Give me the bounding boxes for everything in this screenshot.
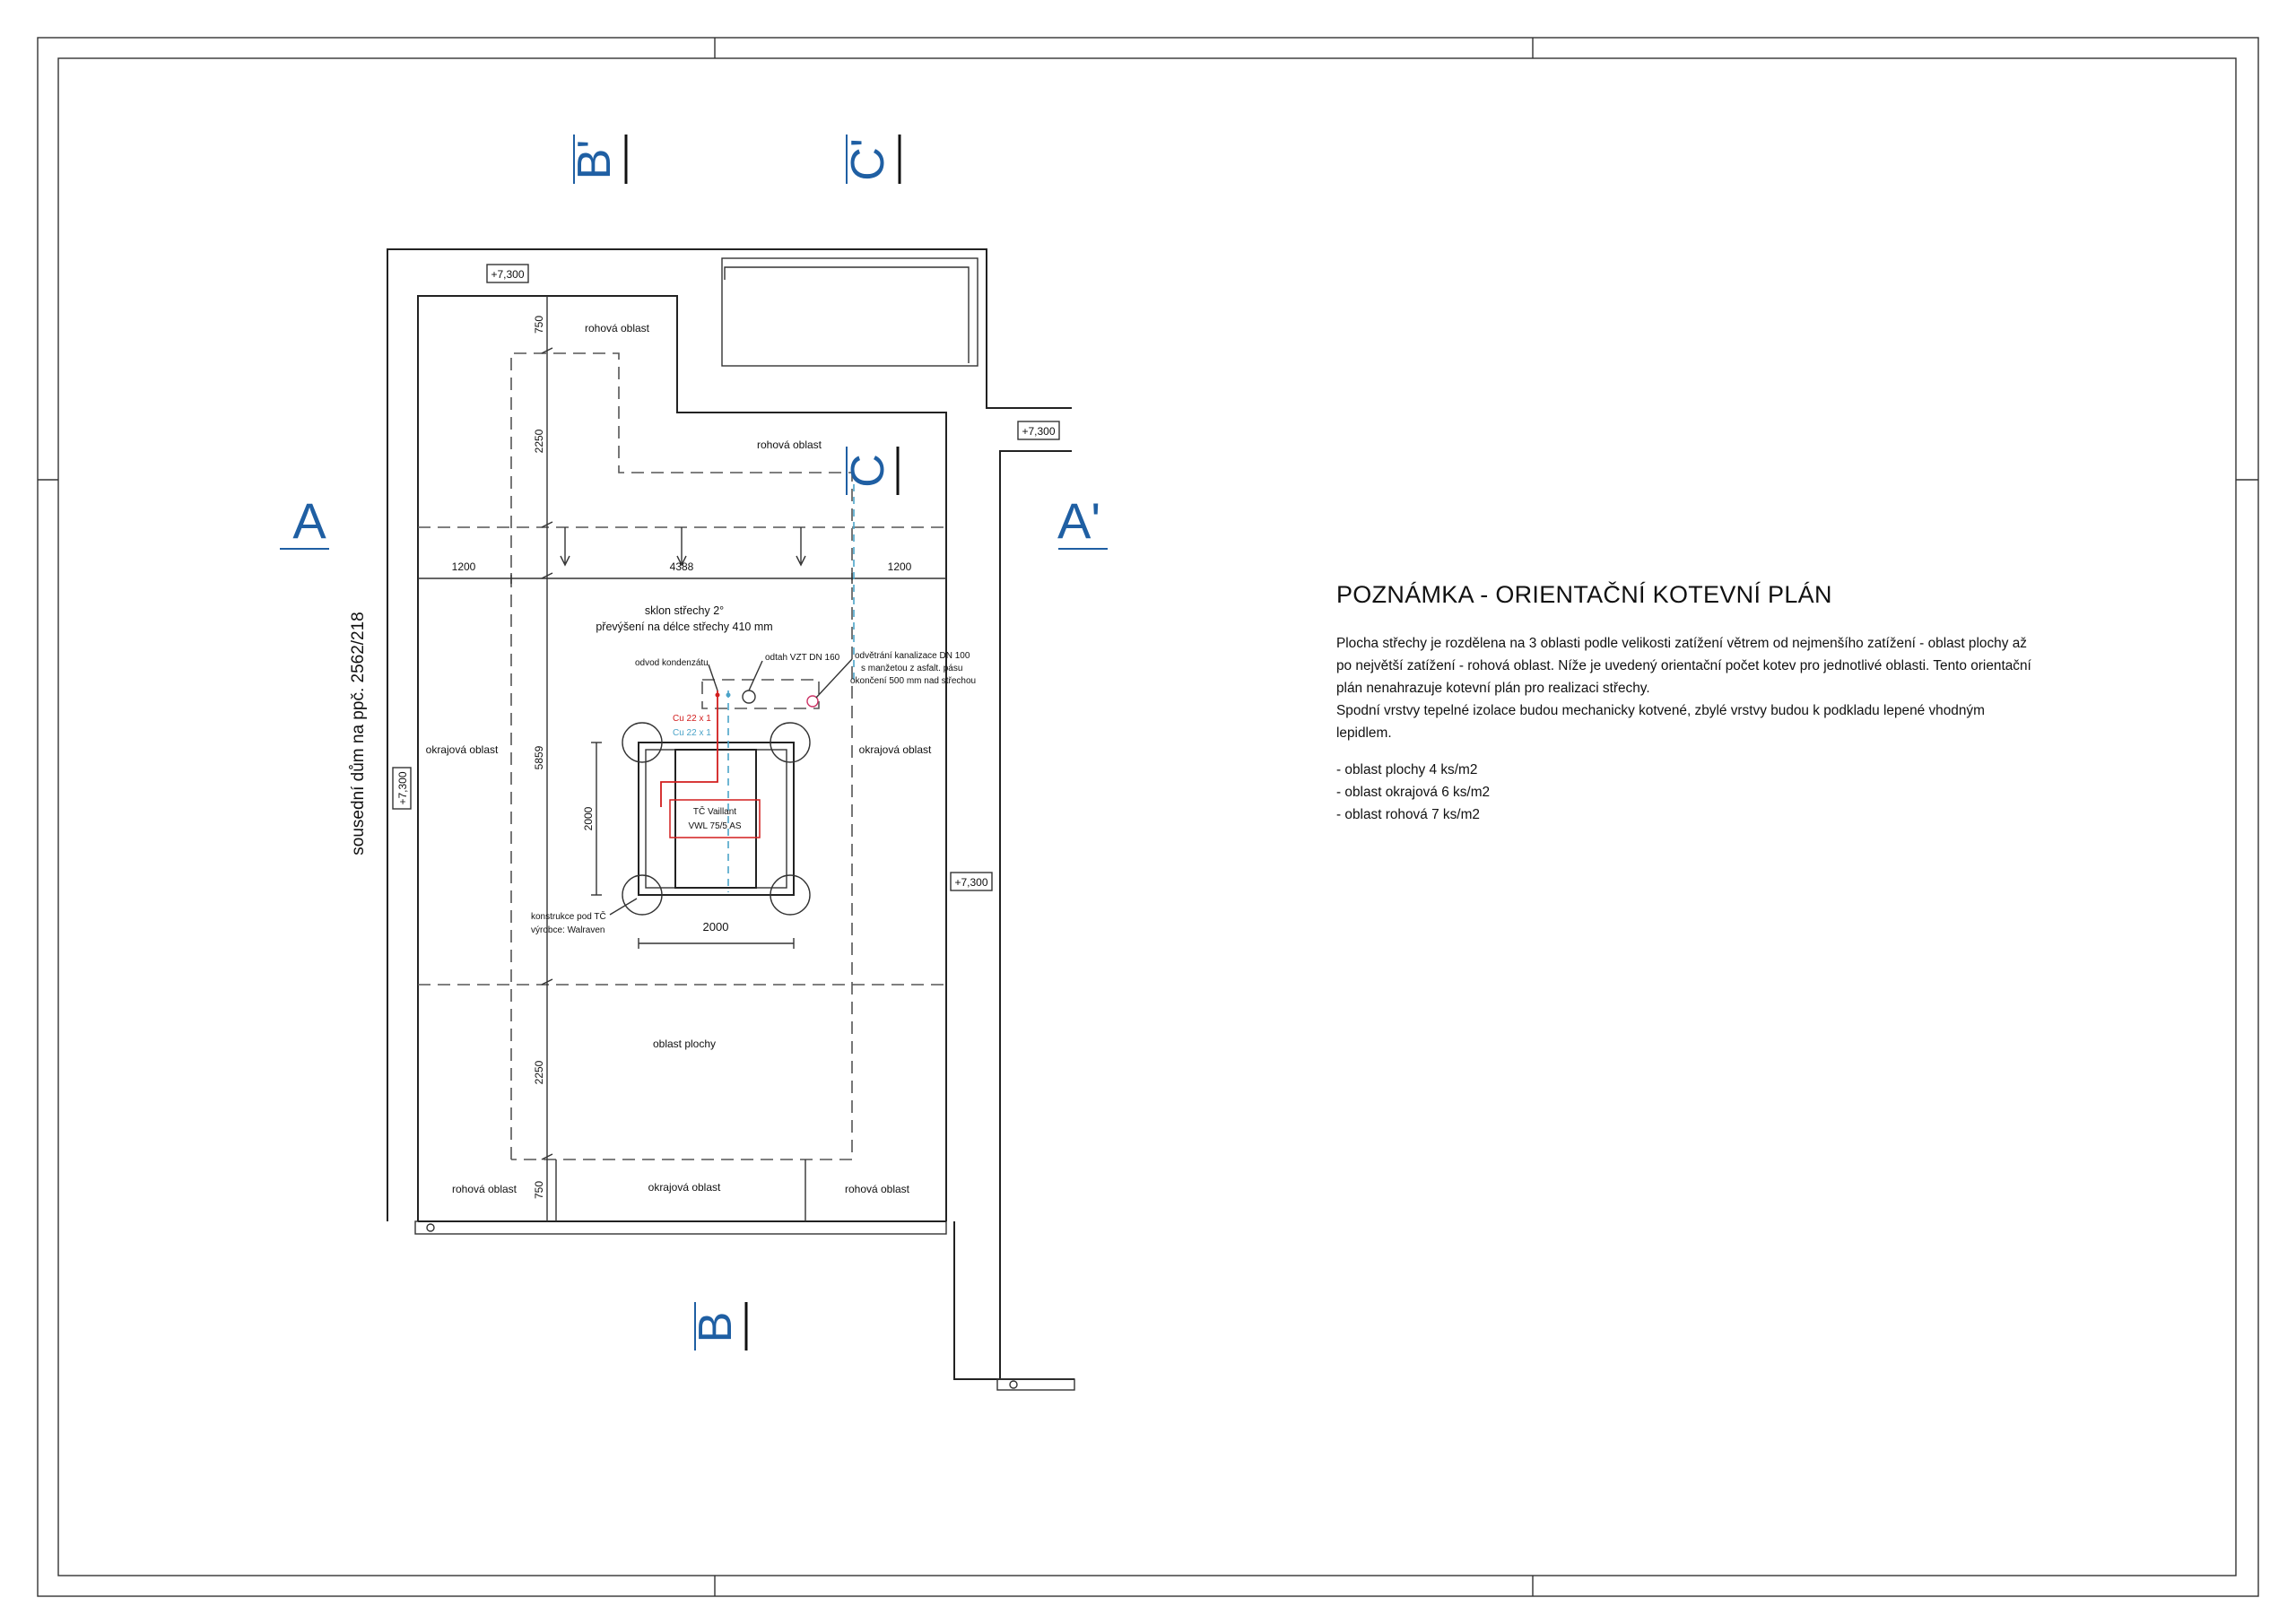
section-b-bottom: B bbox=[690, 1312, 742, 1343]
parapet-outline bbox=[387, 248, 1072, 1221]
heat-pump-unit-box bbox=[669, 799, 761, 838]
pipe-red bbox=[660, 690, 718, 807]
zone-edge-right: okrajová oblast bbox=[859, 743, 932, 756]
dim-2250-bottom: 2250 bbox=[533, 1060, 545, 1084]
field-zone-boundary bbox=[510, 352, 853, 1160]
zone-edge-bottom: okrajová oblast bbox=[648, 1181, 721, 1194]
level-tag-right-top: +7,300 bbox=[1022, 425, 1055, 438]
dim-4388: 4388 bbox=[670, 560, 694, 573]
neighbour-label: sousední dům na ppč. 2562/218 bbox=[349, 612, 368, 855]
roof-edge bbox=[417, 295, 947, 1221]
frame-foot-br bbox=[770, 874, 811, 916]
note-block: POZNÁMKA - ORIENTAČNÍ KOTEVNÍ PLÁN Ploch… bbox=[1336, 581, 2036, 826]
right-gutter-outlet bbox=[1009, 1380, 1018, 1389]
section-marker-bars bbox=[624, 135, 901, 1350]
note-anchor-item: - oblast rohová 7 ks/m2 bbox=[1336, 807, 1480, 822]
unit-label-line1: TČ Vaillant bbox=[693, 805, 736, 817]
slope-arrows bbox=[560, 527, 806, 567]
sewer-vent-symbol bbox=[806, 695, 819, 708]
frame-foot-tl bbox=[622, 722, 663, 763]
neighbour-block-inner bbox=[724, 266, 970, 363]
dim-1200-left: 1200 bbox=[452, 560, 476, 573]
level-tag-right-top-box bbox=[1017, 421, 1060, 440]
dim-1200-right: 1200 bbox=[888, 560, 912, 573]
level-tag-right: +7,300 bbox=[954, 876, 987, 889]
slope-note-line2: převýšení na délce střechy 410 mm bbox=[596, 621, 772, 633]
cu-pipe-red-label: Cu 22 x 1 bbox=[673, 714, 711, 724]
frame-foot-bl bbox=[622, 874, 663, 916]
pipe-blue-dot bbox=[726, 692, 731, 698]
note-paragraph-2: Spodní vrstvy tepelné izolace budou mech… bbox=[1336, 703, 1985, 741]
pipe-route-box bbox=[701, 679, 820, 709]
note-paragraph-1: Plocha střechy je rozdělena na 3 oblasti… bbox=[1336, 636, 2031, 696]
outer-frame bbox=[37, 37, 2259, 1597]
zone-edge-left: okrajová oblast bbox=[426, 743, 499, 756]
dim-5859: 5859 bbox=[533, 745, 545, 769]
section-marker-underlines bbox=[280, 135, 1108, 1350]
note-title: POZNÁMKA - ORIENTAČNÍ KOTEVNÍ PLÁN bbox=[1336, 581, 1832, 608]
gutter-outlet bbox=[426, 1223, 435, 1232]
dim-750-bottom: 750 bbox=[533, 1181, 545, 1199]
vent-label-line1: odvětrání kanalizace DN 100 bbox=[855, 651, 970, 661]
right-gutter bbox=[996, 1378, 1075, 1391]
dimension-lines bbox=[418, 296, 946, 1221]
zone-corner-top: rohová oblast bbox=[585, 322, 650, 334]
level-tag-left-box bbox=[392, 767, 412, 810]
vzt-label: odtah VZT DN 160 bbox=[765, 653, 840, 663]
vent-label-line2: s manžetou z asfalt. pásu bbox=[861, 664, 962, 673]
section-b-top: B' bbox=[569, 140, 621, 180]
dim-750-top: 750 bbox=[533, 316, 545, 334]
condensate-label: odvod kondenzátu bbox=[635, 658, 709, 668]
unit-label-line2: VWL 75/5 AS bbox=[688, 821, 741, 831]
level-tag-right-box bbox=[950, 872, 993, 891]
level-tag-top: +7,300 bbox=[491, 268, 524, 281]
note-anchor-item: - oblast plochy 4 ks/m2 bbox=[1336, 762, 1478, 777]
note-anchor-list: - oblast plochy 4 ks/m2 - oblast okrajov… bbox=[1336, 759, 2036, 826]
frame-label-line2: výrobce: Walraven bbox=[531, 925, 604, 935]
slope-note-line1: sklon střechy 2° bbox=[645, 604, 724, 617]
zone-corner-mid: rohová oblast bbox=[757, 439, 822, 451]
right-wall-outline bbox=[999, 450, 1074, 1380]
zone-corner-bottom-right: rohová oblast bbox=[845, 1183, 910, 1195]
section-a-right: A' bbox=[1057, 492, 1100, 549]
dim-2250-top: 2250 bbox=[533, 429, 545, 453]
frame-foot-tr bbox=[770, 722, 811, 763]
bottom-step-outline bbox=[953, 1221, 1000, 1380]
dim-unit-2000-horizontal: 2000 bbox=[703, 920, 729, 934]
frame-label-line1: konstrukce pod TČ bbox=[531, 910, 606, 922]
section-c-top: C' bbox=[842, 138, 894, 180]
cu-pipe-blue-label: Cu 22 x 1 bbox=[673, 728, 711, 738]
vzt-exhaust-symbol bbox=[742, 690, 756, 704]
note-anchor-item: - oblast okrajová 6 ks/m2 bbox=[1336, 785, 1491, 800]
level-tag-top-box bbox=[486, 264, 529, 283]
pipe-red-dot bbox=[715, 692, 720, 698]
inner-frame bbox=[57, 57, 2237, 1576]
section-a-left: A bbox=[292, 492, 326, 549]
bottom-gutter bbox=[414, 1220, 947, 1235]
zone-field: oblast plochy bbox=[653, 1038, 716, 1050]
heat-pump-frame bbox=[622, 722, 811, 916]
frame-ticks bbox=[38, 38, 2258, 1596]
level-tag-left: +7,300 bbox=[396, 771, 409, 804]
neighbour-block bbox=[721, 257, 978, 367]
dim-unit-2000-vertical: 2000 bbox=[582, 806, 595, 830]
zone-corner-bottom-left: rohová oblast bbox=[452, 1183, 517, 1195]
section-c-mid: C bbox=[842, 454, 894, 488]
vent-label-line3: okončení 500 mm nad střechou bbox=[850, 676, 976, 686]
leader-lines bbox=[609, 658, 853, 916]
